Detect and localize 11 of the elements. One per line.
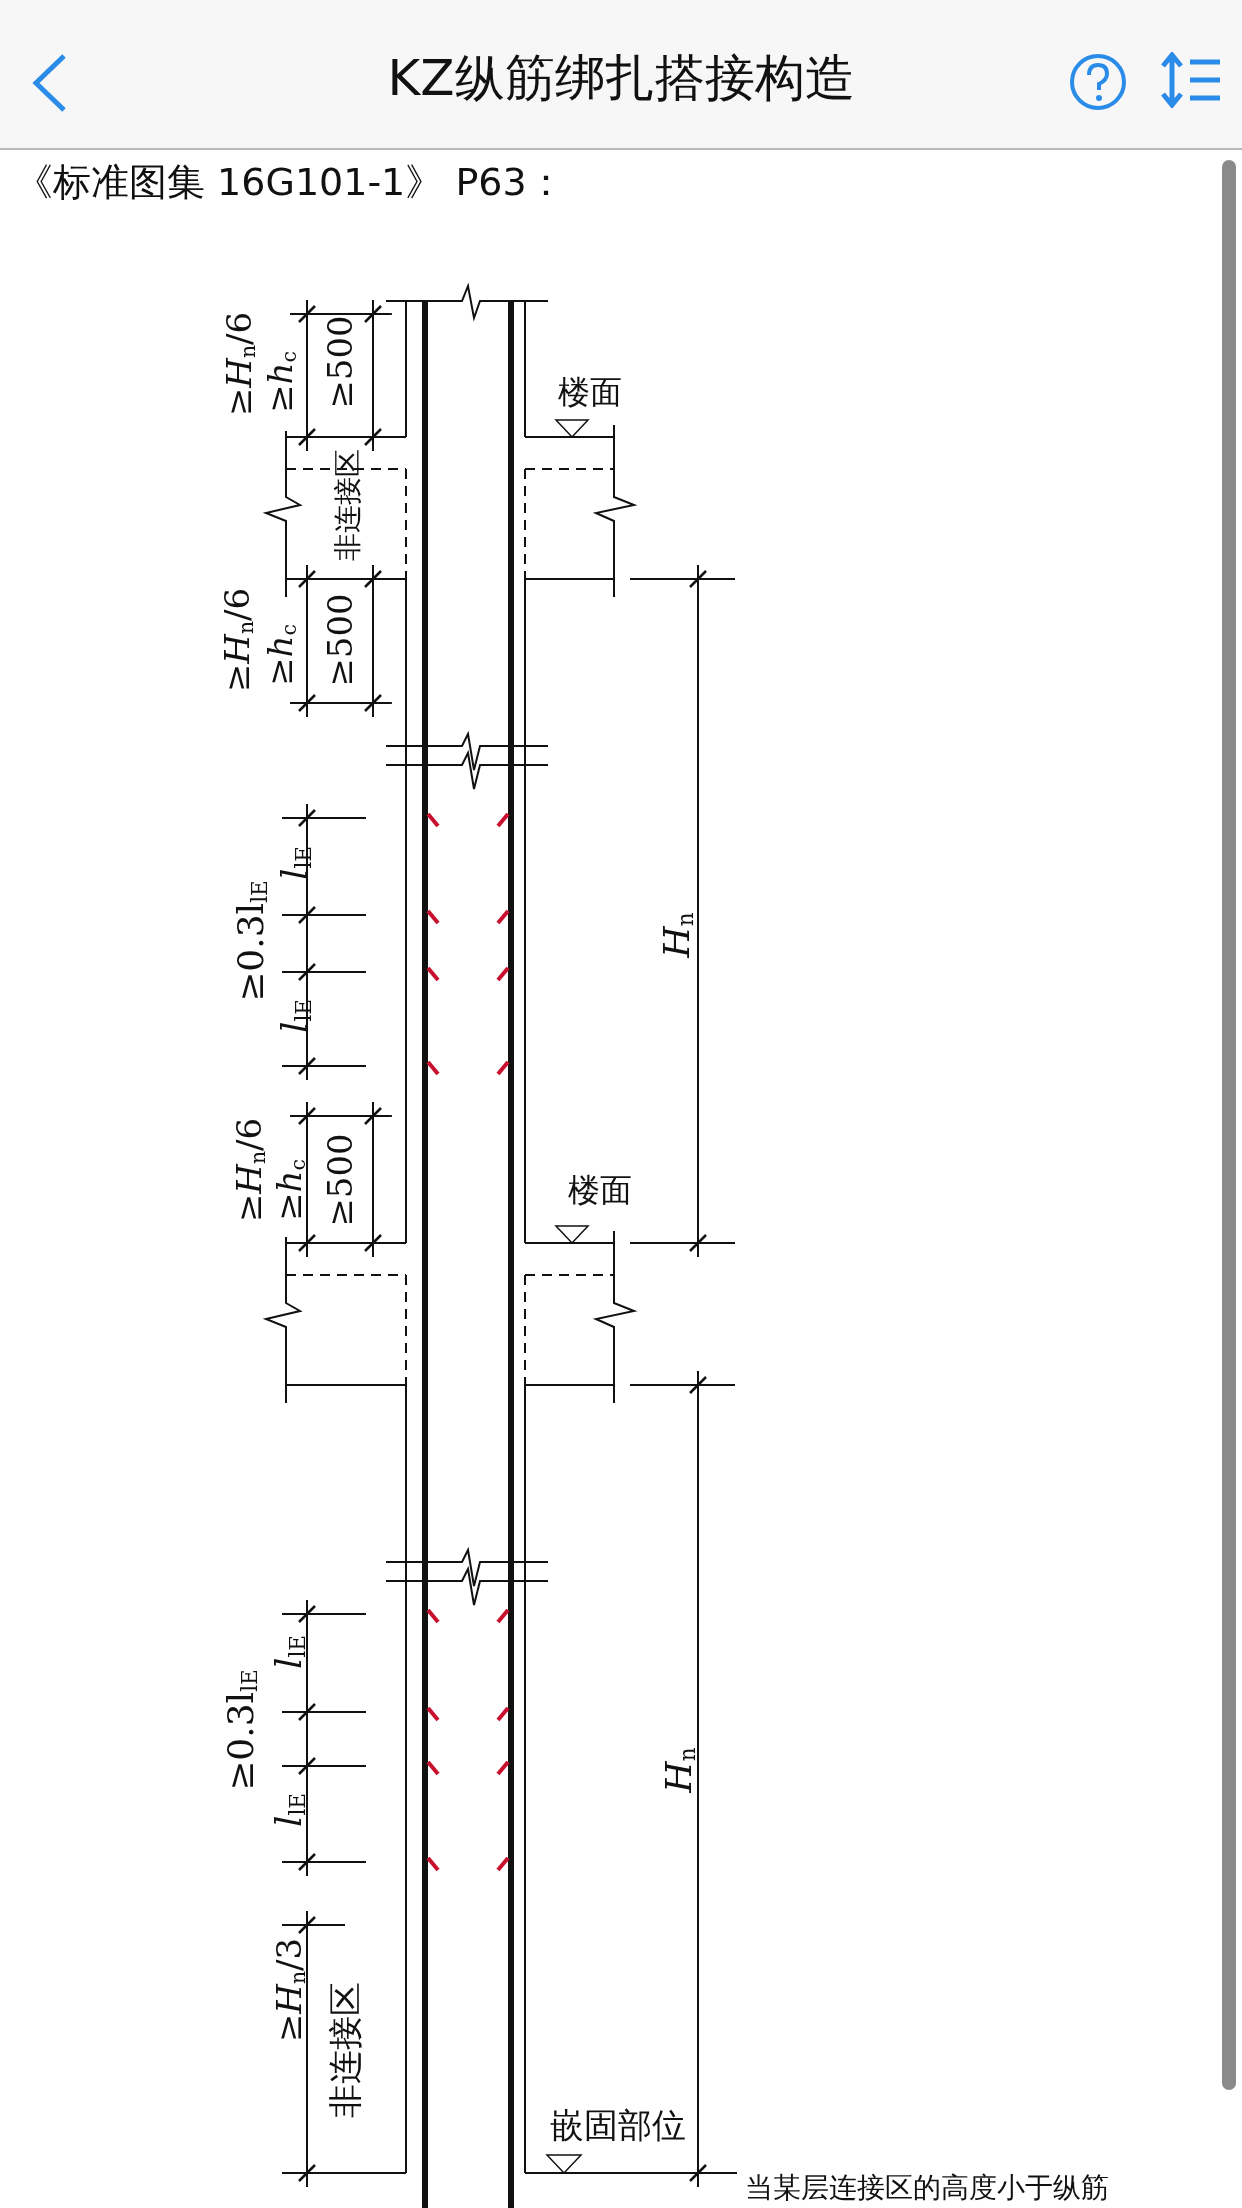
dimension-label: ≥500	[323, 1133, 357, 1227]
page-title: KZ纵筋绑扎搭接构造	[386, 48, 856, 109]
source-reference: 《标准图集 16G101-1》 P63：	[15, 163, 565, 201]
level-label: 楼面	[568, 1174, 632, 1206]
dimension-label: ≥500	[323, 315, 357, 409]
dimension-label: ≥500	[323, 593, 357, 687]
note-text: 当某层连接区的高度小于纵筋	[745, 2174, 1109, 2202]
level-label: 楼面	[558, 376, 622, 408]
level-label: 嵌固部位	[550, 2108, 686, 2142]
dimension-label: 非连接区	[328, 1982, 362, 2118]
dimension-label: 非连接区	[334, 449, 362, 561]
